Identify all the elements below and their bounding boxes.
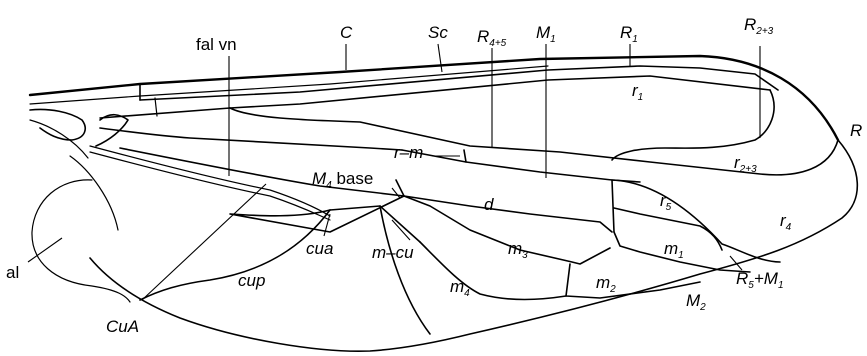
label-cell-d: d [484,195,494,214]
label-r45: R4+5 [477,27,507,49]
m2-cell-lower [565,263,701,299]
r4-lower [611,179,781,263]
label-alula: al [6,263,19,282]
label-rm: r–m [394,143,423,162]
label-mcu: m–cu [372,243,414,262]
cua-long-vein [89,145,331,217]
posterior-margin [89,139,859,353]
label-cell-m4: m4 [450,277,470,299]
label-cell-r23: r2+3 [734,153,757,175]
leader-r5m1 [729,255,743,271]
label-cell-cup: cup [238,271,265,290]
discal-cell-upper [403,195,613,233]
m-lower-vein [119,147,405,197]
basal-loop-1 [29,108,86,141]
basal-loop-2 [95,113,129,147]
subcosta-vein [29,65,549,105]
alula-outline [31,179,131,303]
cua-vein [229,195,405,233]
leader-cua-label [323,213,331,237]
leader-al [27,237,63,263]
anal-lobe-outline [69,155,119,231]
label-m4-base: M4 base [312,169,373,191]
label-cell-r1: r1 [632,81,643,103]
label-fal-vn: fal vn [196,35,237,54]
m-upper-continue [401,149,641,183]
leader-mcu [391,219,411,241]
discal-cell-right [611,179,615,233]
label-r23-vein: R2+3 [744,15,774,37]
label-cell-m2: m2 [596,273,616,295]
m1-cell-left [613,231,751,273]
leader-cuA [141,183,267,301]
longitudinal-veins [29,65,839,335]
label-subcosta: Sc [428,23,448,42]
label-costa: C [340,23,353,42]
m2-upper [403,195,611,265]
label-cell-cua: cua [306,239,333,258]
r1-vein [139,65,779,101]
rm-crossvein [463,149,467,163]
label-cell-r4: r4 [780,211,792,233]
cup-vein [139,209,331,301]
label-r-vein: R [850,121,862,140]
r23-vein [611,89,775,161]
label-cell-m3: m3 [508,239,528,261]
r45-vein [229,107,839,176]
m4-lower [379,205,431,335]
costa-vein [28,54,840,142]
leader-m4base [391,187,401,199]
label-cuA: CuA [106,317,139,336]
label-r1-vein: R1 [620,23,638,45]
m-upper-vein [99,127,403,151]
leader-sc [437,43,443,73]
label-r5-m1: R5+M1 [736,269,784,291]
wing-outline [28,54,859,353]
label-m2-vein: M2 [686,291,706,313]
base-lobe-outline [29,119,89,159]
label-cell-r5: r5 [660,191,672,213]
m4-base-vein [395,179,405,197]
label-cell-m1: m1 [664,239,684,261]
r5-crossvein [613,207,723,251]
r-stem [99,75,771,119]
labels: fal vn C Sc R4+5 M1 R1 R2+3 R r1 r–m r2+… [6,15,862,336]
label-m1-vein: M1 [536,23,556,45]
leader-lines [27,43,761,301]
cua-long-vein-2 [89,151,331,221]
m3-lower [419,241,567,301]
